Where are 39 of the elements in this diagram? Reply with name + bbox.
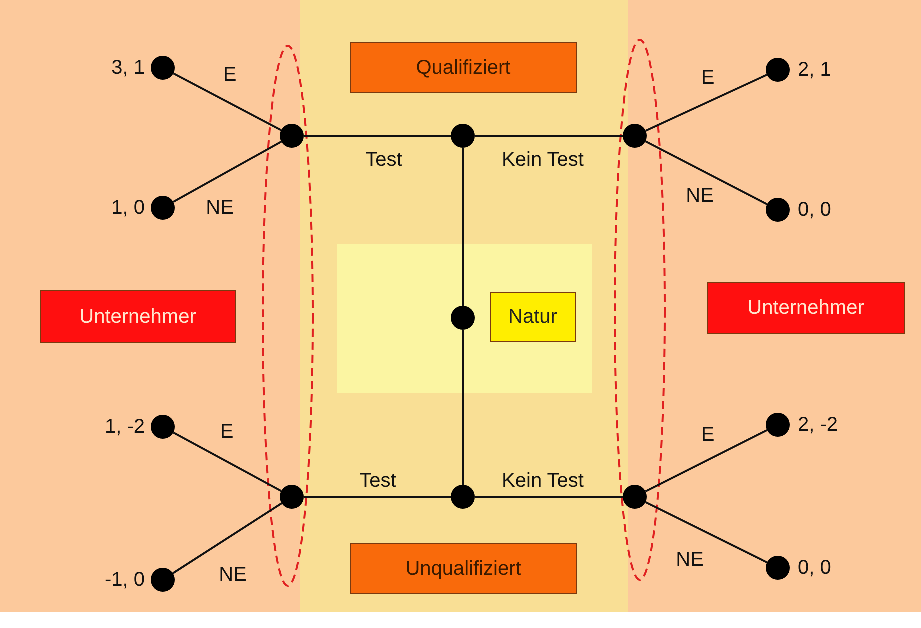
edge-label: Kein Test [502,469,584,493]
edge-label: NE [206,196,234,220]
edge-label: Test [360,469,396,493]
edge-line [304,496,451,498]
edge-label: NE [219,563,247,587]
payoff-label: 2, -2 [798,413,838,437]
edge-label: E [701,423,715,447]
edge-label: NE [676,548,704,572]
edge-line [645,430,768,492]
edge-line [645,140,768,206]
edge-label: E [701,66,715,90]
payoff-label: 0, 0 [798,198,832,222]
label-box: Unqualifiziert [350,543,577,594]
edge-line [173,140,282,204]
payoff-label: 3, 1 [112,56,145,80]
edge-label: Test [366,148,402,172]
edge-line [475,135,623,137]
edge-label: E [220,420,234,444]
edge-line [173,72,282,132]
edge-line [645,74,768,132]
edge-line [173,432,282,492]
edge-line [172,502,282,574]
edge-line [462,330,464,485]
edge-line [475,496,623,498]
edge-label: NE [686,184,714,208]
payoff-label: 1, -2 [104,415,145,439]
payoff-label: 2, 1 [798,58,832,82]
edge-line [462,148,464,306]
edge-line [304,135,451,137]
edge-line [645,501,768,564]
label-box: Unternehmer [40,290,236,343]
payoff-label: 0, 0 [798,556,832,580]
payoff-label: -1, 0 [104,568,145,592]
label-box: Qualifiziert [350,42,577,93]
payoff-label: 1, 0 [112,196,145,220]
label-box: Natur [490,292,576,342]
edge-label: E [223,63,237,87]
edge-label: Kein Test [502,148,584,172]
label-box: Unternehmer [707,282,905,334]
